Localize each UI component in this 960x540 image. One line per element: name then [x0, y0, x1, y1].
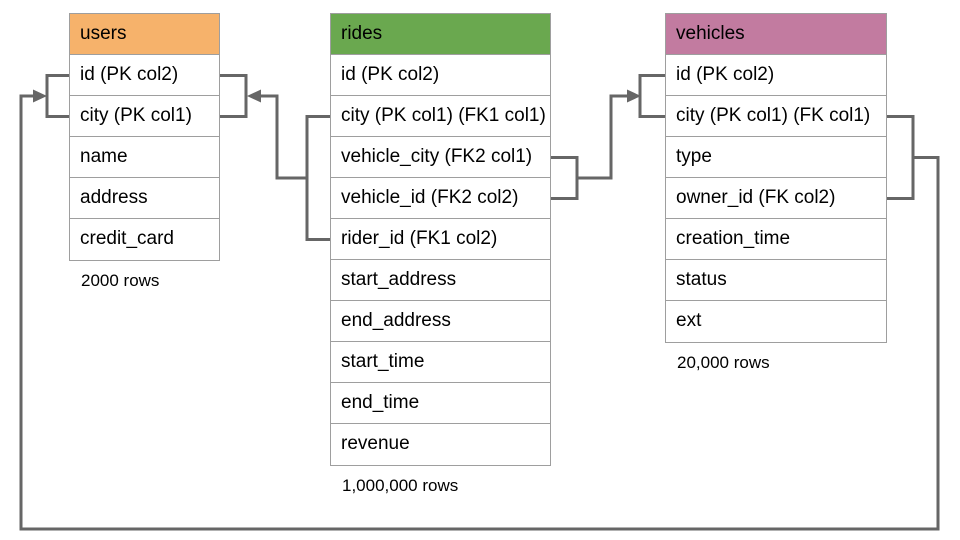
table-rides-row-end-time: end_time [331, 383, 550, 424]
table-vehicles-row-creation-time: creation_time [666, 219, 886, 260]
fk-vehicles-users-connector-line [19, 94, 940, 531]
table-users-row-id: id (PK col2) [70, 55, 219, 96]
users-right-bracket [220, 74, 248, 118]
table-rides-row-rider-id: rider_id (FK1 col2) [331, 219, 550, 260]
table-users-row-name: name [70, 137, 219, 178]
table-vehicles-row-city: city (PK col1) (FK col1) [666, 96, 886, 137]
fk1-arrowhead-icon [247, 89, 261, 103]
table-vehicles: vehicles id (PK col2) city (PK col1) (FK… [665, 13, 887, 373]
table-rides-row-start-time: start_time [331, 342, 550, 383]
table-rides-row-revenue: revenue [331, 424, 550, 465]
table-users-header: users [70, 14, 219, 55]
table-rides-row-city: city (PK col1) (FK1 col1) [331, 96, 550, 137]
users-left-bracket [45, 74, 70, 118]
table-rides-row-id: id (PK col2) [331, 55, 550, 96]
table-rides: rides id (PK col2) city (PK col1) (FK1 c… [330, 13, 551, 496]
table-users-row-address: address [70, 178, 219, 219]
table-vehicles-row-id: id (PK col2) [666, 55, 886, 96]
table-users: users id (PK col2) city (PK col1) name a… [69, 13, 220, 291]
fk2-arrowhead-icon [627, 89, 641, 103]
table-rides-row-vehicle-id: vehicle_id (FK2 col2) [331, 178, 550, 219]
table-vehicles-row-ext: ext [666, 301, 886, 342]
rides-fk1-bracket [305, 115, 331, 241]
fk-vehicles-users-arrowhead-icon [33, 89, 47, 103]
table-vehicles-row-status: status [666, 260, 886, 301]
fk2-connector-line [577, 94, 636, 180]
table-users-row-credit-card: credit_card [70, 219, 219, 260]
rides-fk2-bracket [551, 156, 579, 200]
table-users-row-city: city (PK col1) [70, 96, 219, 137]
table-rides-row-vehicle-city: vehicle_city (FK2 col1) [331, 137, 550, 178]
vehicles-left-bracket [638, 74, 665, 118]
table-users-rowcount: 2000 rows [81, 271, 160, 290]
table-rides-row-start-address: start_address [331, 260, 550, 301]
table-rides-header: rides [331, 14, 550, 55]
table-rides-row-end-address: end_address [331, 301, 550, 342]
table-rides-rowcount: 1,000,000 rows [342, 476, 459, 495]
fk1-connector-line [252, 94, 307, 180]
table-vehicles-row-owner-id: owner_id (FK col2) [666, 178, 886, 219]
table-vehicles-header: vehicles [666, 14, 886, 55]
table-vehicles-rowcount: 20,000 rows [677, 353, 770, 372]
vehicles-fk-bracket [887, 115, 915, 200]
table-vehicles-row-type: type [666, 137, 886, 178]
